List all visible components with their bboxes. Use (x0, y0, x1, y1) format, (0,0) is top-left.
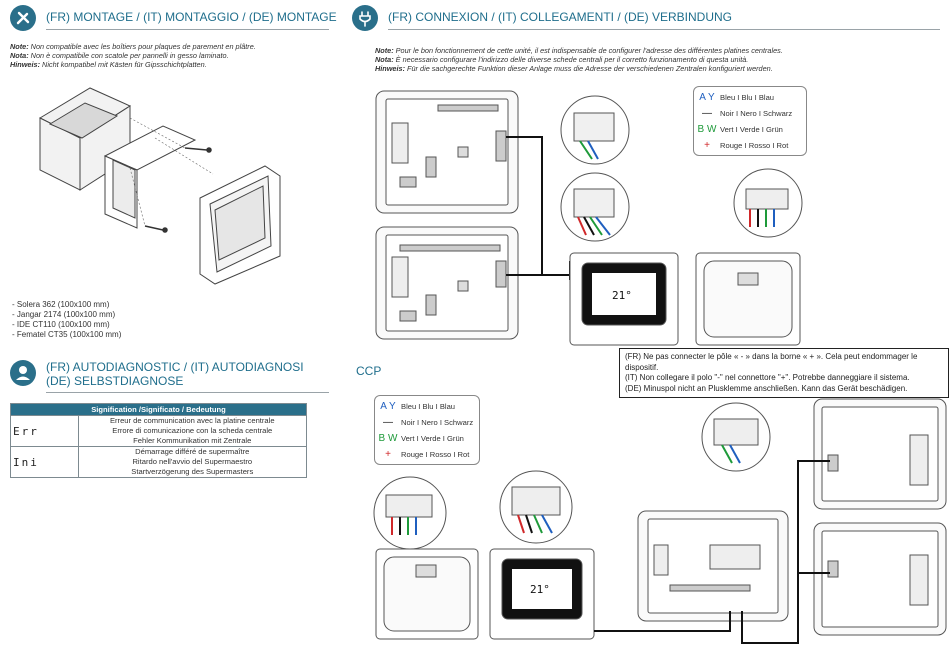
wire-color-legend-top: A Y Bleu I Blu I Blau — Noir I Nero I Schw… (693, 86, 807, 156)
person-glyph (16, 366, 30, 380)
screws (144, 147, 212, 233)
legend-row: — Noir I Nero I Schwarz (375, 414, 479, 430)
montage-title: (FR) MONTAGE / (IT) MONTAGGIO / (DE) MON… (46, 10, 337, 24)
ccp-thermostat-front (489, 548, 595, 640)
ccp-terminal-closeup (499, 470, 573, 544)
autodiag-rule (46, 392, 329, 393)
legend-symbol: A Y (380, 400, 396, 412)
autodiag-title-line2: (DE) SELBSTDIAGNOSE (46, 374, 184, 388)
central-board-2 (375, 226, 519, 340)
legend-symbol: — (383, 416, 393, 428)
legend-label: Bleu I Blu I Blau (720, 92, 775, 102)
thermostat-back-view (695, 252, 801, 346)
legend-symbol: + (385, 448, 391, 460)
legend-symbol: B W (378, 432, 398, 444)
connexion-note-de: Hinweis: Für die sachgerechte Funktion d… (375, 64, 773, 73)
thermostat-front (199, 165, 281, 285)
legend-row: A Y Bleu I Blu I Blau (375, 398, 479, 414)
legend-symbol: B W (697, 123, 717, 135)
wire-color-legend-bottom: A Y Bleu I Blu I Blau — Noir I Nero I Schw… (374, 395, 480, 465)
legend-row: + Rouge I Rosso I Rot (694, 137, 806, 153)
ccp-central-unit (637, 510, 789, 622)
error-description: Démarrage différé de supermaître Ritardo… (77, 446, 308, 478)
wall-box (38, 87, 132, 191)
connexion-note-fr: Note: Pour le bon fonctionnement de cett… (375, 46, 783, 55)
error-description: Erreur de communication avec la platine … (77, 415, 308, 447)
model-item: - Jangar 2174 (100x100 mm) (12, 310, 116, 319)
warning-fr: (FR) Ne pas connecter le pôle « - » dans… (625, 352, 918, 372)
legend-label: Rouge I Rosso I Rot (401, 449, 470, 459)
ccp-back-terminal-closeup (373, 476, 447, 550)
ccp-bus-wiring (594, 460, 830, 644)
error-code: Ini (10, 446, 79, 478)
diagnostic-table-header: Signification /Significato / Bedeutung (10, 403, 307, 416)
model-item: - IDE CT110 (100x100 mm) (12, 320, 110, 329)
error-code: Err (10, 415, 79, 447)
montage-rule (46, 29, 329, 30)
wiring-diagram-ccp: 21° (373, 398, 947, 644)
display-temperature: 21° (612, 289, 632, 302)
terminal-closeup-1 (560, 95, 630, 165)
ccp-display-temperature: 21° (530, 583, 550, 596)
terminal-closeup-2 (560, 172, 630, 242)
legend-label: Vert I Verde I Grün (720, 124, 783, 134)
ccp-remote-board-2 (813, 522, 947, 636)
montage-note-de: Hinweis: Nicht kompatibel mit Kästen für… (10, 60, 207, 69)
user-diagnostic-icon (10, 360, 36, 386)
compatible-box-list: - Solera 362 (100x100 mm) - Jangar 2174 … (12, 300, 121, 340)
model-item: - Solera 362 (100x100 mm) (12, 300, 110, 309)
plug-icon (352, 5, 378, 31)
table-row: Ini Démarrage différé de supermaître Rit… (10, 446, 308, 478)
thermostat-front-view (569, 252, 679, 346)
legend-label: Noir I Nero I Schwarz (401, 417, 474, 427)
legend-label: Rouge I Rosso I Rot (720, 140, 789, 150)
plug-glyph (359, 11, 371, 27)
legend-label: Noir I Nero I Schwarz (720, 108, 793, 118)
legend-label: Vert I Verde I Grün (401, 433, 464, 443)
legend-label: Bleu I Blu I Blau (401, 401, 456, 411)
montage-notes: Note: Non compatible avec les boîtiers p… (10, 42, 330, 69)
tools-icon (10, 5, 36, 31)
model-item: - Fematel CT35 (100x100 mm) (12, 330, 122, 339)
central-board-1 (375, 90, 519, 214)
ccp-unit-terminal-closeup (701, 402, 771, 472)
mounting-frame (103, 125, 197, 229)
autodiag-title-line1: (FR) AUTODIAGNOSTIC / (IT) AUTODIAGNOSI (46, 360, 304, 374)
warning-it: (IT) Non collegare il polo "-" nel conne… (625, 373, 910, 382)
connexion-title: (FR) CONNEXION / (IT) COLLEGAMENTI / (DE… (388, 10, 733, 24)
legend-symbol: A Y (699, 91, 715, 103)
mounting-diagram (38, 87, 281, 285)
connexion-rule (388, 29, 940, 30)
back-terminal-closeup (733, 168, 803, 238)
diagnostic-table: Signification /Significato / Bedeutung E… (10, 403, 308, 478)
wiring-diagram-top: 21° (375, 90, 803, 346)
ccp-thermostat-back (375, 548, 479, 640)
warning-de: (DE) Minuspol nicht an Plusklemme anschl… (625, 383, 908, 393)
montage-note-fr: Note: Non compatible avec les boîtiers p… (10, 42, 256, 51)
legend-symbol: — (702, 107, 712, 119)
wrench-screwdriver-glyph (16, 11, 30, 25)
legend-row: A Y Bleu I Blu I Blau (694, 89, 806, 105)
table-row: Err Erreur de communication avec la plat… (10, 415, 308, 447)
connexion-notes: Note: Pour le bon fonctionnement de cett… (375, 46, 940, 73)
legend-symbol: + (704, 139, 710, 151)
ccp-label: CCP (356, 364, 382, 378)
ccp-remote-board-1 (813, 398, 947, 510)
table-header: Signification /Significato / Bedeutung (10, 403, 307, 416)
polarity-warning: (FR) Ne pas connecter le pôle « - » dans… (619, 348, 949, 398)
autodiag-title: (FR) AUTODIAGNOSTIC / (IT) AUTODIAGNOSI … (46, 360, 304, 388)
connexion-note-it: Nota: È necessario configurare l'indiriz… (375, 55, 749, 64)
guide-lines (129, 117, 214, 227)
montage-note-it: Nota: Non è compatibile con scatole per … (10, 51, 229, 60)
legend-row: — Noir I Nero I Schwarz (694, 105, 806, 121)
legend-row: + Rouge I Rosso I Rot (375, 446, 479, 462)
